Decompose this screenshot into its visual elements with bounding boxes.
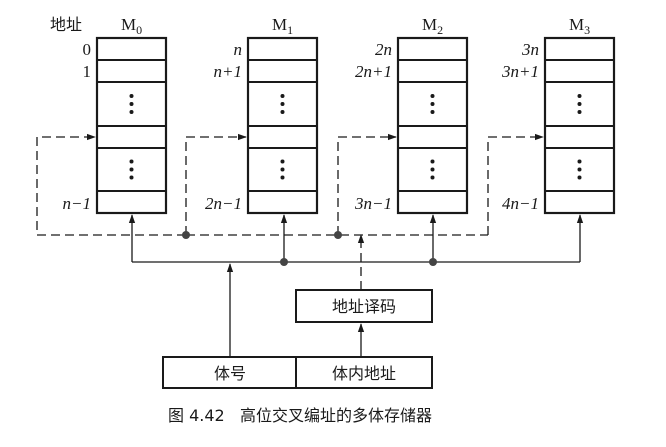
ellipsis-dot <box>280 167 285 172</box>
address-column-header: 地址 <box>50 15 82 34</box>
ellipsis-dot <box>430 167 435 172</box>
ellipsis-dot <box>577 159 582 164</box>
ellipsis-dot <box>430 94 435 98</box>
address-label-second: n+1 <box>214 62 242 81</box>
memory-modules: M0 0 1 n−1 M1 n n+1 2n−1 M2 2n 2n+1 3n−1 M3 3n 3n+1 4n−… <box>63 15 616 215</box>
address-label-last: 4n−1 <box>502 194 539 213</box>
ellipsis-dot <box>129 110 134 114</box>
module-title: M1 <box>272 15 293 37</box>
module-title: M2 <box>422 15 443 37</box>
junction-dot <box>429 258 437 266</box>
address-label-first: n <box>234 40 243 59</box>
ellipsis-dot <box>577 167 582 172</box>
ellipsis-dot <box>430 175 435 180</box>
ellipsis-dot <box>577 102 582 106</box>
ellipsis-dot <box>129 167 134 172</box>
ellipsis-dot <box>577 94 582 98</box>
memory-module-m3: M3 3n 3n+1 4n−1 <box>501 15 616 215</box>
in-module-address-field: 体内地址 <box>332 364 396 383</box>
module-select-bus <box>128 214 584 357</box>
figure-title: 高位交叉编址的多体存储器 <box>240 406 432 425</box>
ellipsis-dot <box>129 94 134 98</box>
ellipsis-dot <box>280 94 285 98</box>
dashed-line-m0 <box>36 133 186 236</box>
address-label-last: 2n−1 <box>205 194 242 213</box>
module-number-field: 体号 <box>214 364 246 383</box>
address-label-last: 3n−1 <box>354 194 392 213</box>
address-label-first: 3n <box>521 40 539 59</box>
ellipsis-dot <box>577 110 582 114</box>
ellipsis-dot <box>430 159 435 164</box>
decoder-label: 地址译码 <box>332 297 396 316</box>
junction-dot <box>334 231 342 239</box>
ellipsis-dot <box>577 175 582 180</box>
memory-module-m0: M0 0 1 n−1 <box>63 15 168 215</box>
ellipsis-dot <box>280 159 285 164</box>
decoder-output-bus <box>36 133 544 290</box>
ellipsis-dot <box>280 110 285 114</box>
memory-module-m1: M1 n n+1 2n−1 <box>205 15 319 215</box>
module-title: M0 <box>121 15 142 37</box>
ellipsis-dot <box>280 102 285 106</box>
address-label-first: 2n <box>375 40 392 59</box>
dashed-line-m3 <box>487 133 544 235</box>
address-register: 体号 体内地址 <box>162 356 433 389</box>
junction-dot <box>280 258 288 266</box>
dashed-line-m2 <box>337 133 397 235</box>
junction-dot <box>182 231 190 239</box>
figure-number: 图 4.42 <box>168 406 225 425</box>
ellipsis-dot <box>430 110 435 114</box>
address-decoder: 地址译码 <box>295 289 433 323</box>
address-label-last: n−1 <box>63 194 91 213</box>
ellipsis-dot <box>280 175 285 180</box>
address-label-second: 3n+1 <box>501 62 539 81</box>
module-title: M3 <box>569 15 590 37</box>
ellipsis-dot <box>129 175 134 180</box>
ellipsis-dot <box>430 102 435 106</box>
dashed-line-m1 <box>185 133 247 235</box>
address-label-second: 1 <box>83 62 92 81</box>
address-label-first: 0 <box>83 40 92 59</box>
memory-module-m2: M2 2n 2n+1 3n−1 <box>354 15 469 215</box>
ellipsis-dot <box>129 159 134 164</box>
ellipsis-dot <box>129 102 134 106</box>
address-label-second: 2n+1 <box>355 62 392 81</box>
